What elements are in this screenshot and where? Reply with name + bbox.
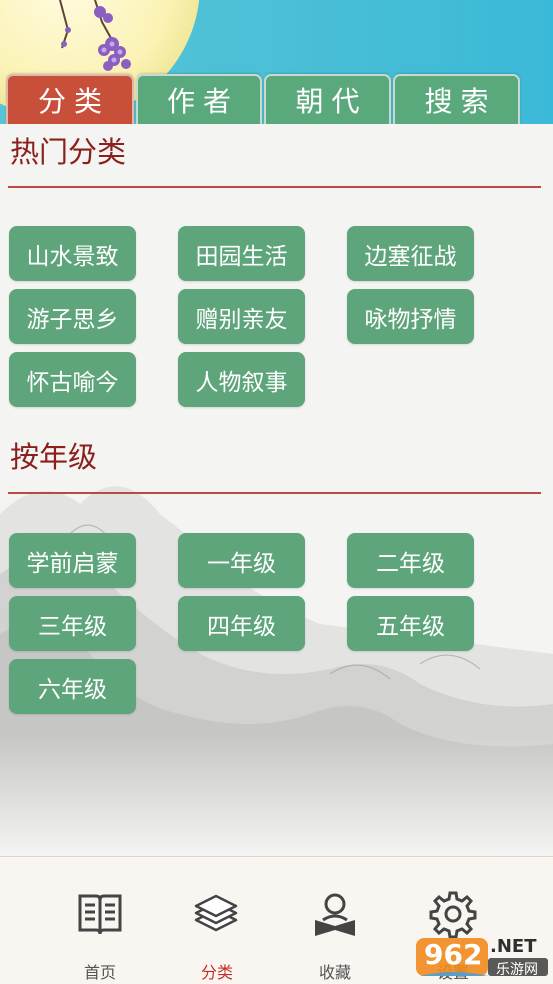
chip-hot-7[interactable]: 怀古喻今 <box>9 352 136 407</box>
nav-category-label: 分类 <box>200 963 233 982</box>
tab-search[interactable]: 搜索 <box>393 74 520 124</box>
tab-category[interactable]: 分类 <box>6 74 134 124</box>
header-banner: 分类 作者 朝代 搜索 <box>0 0 553 124</box>
nav-home-label: 首页 <box>83 963 116 982</box>
category-content: 热门分类 山水景致 田园生活 边塞征战 游子思乡 赠别亲友 咏物抒情 怀古喻今 … <box>0 124 553 856</box>
nav-home[interactable]: 首页 <box>55 857 145 984</box>
tab-dynasty[interactable]: 朝代 <box>264 74 391 124</box>
chip-hot-5[interactable]: 赠别亲友 <box>178 289 305 344</box>
watermark-suffix: .NET <box>490 936 537 957</box>
chip-grade-2[interactable]: 一年级 <box>178 533 305 588</box>
chip-grade-1[interactable]: 学前启蒙 <box>9 533 136 588</box>
nav-favorites-label: 收藏 <box>318 963 351 982</box>
chip-grade-4[interactable]: 三年级 <box>9 596 136 651</box>
chip-hot-6[interactable]: 咏物抒情 <box>347 289 474 344</box>
section-divider <box>8 186 541 188</box>
tab-bar: 分类 作者 朝代 搜索 <box>0 74 553 124</box>
nav-favorites[interactable]: 收藏 <box>290 857 380 984</box>
plum-blossom-branch-decoration <box>59 0 131 71</box>
watermark-site: 乐游网 <box>496 962 538 978</box>
section-divider <box>8 492 541 494</box>
chip-grade-5[interactable]: 四年级 <box>178 596 305 651</box>
ink-landscape-background <box>0 486 553 856</box>
nav-category[interactable]: 分类 <box>172 857 262 984</box>
chip-hot-4[interactable]: 游子思乡 <box>9 289 136 344</box>
section-title-hot: 热门分类 <box>10 135 127 169</box>
watermark-logo <box>416 938 548 976</box>
chip-hot-1[interactable]: 山水景致 <box>9 226 136 281</box>
reader-icon <box>315 893 355 936</box>
stack-icon <box>194 894 238 932</box>
chip-grade-7[interactable]: 六年级 <box>9 659 136 714</box>
gear-icon <box>429 891 477 938</box>
chip-grade-6[interactable]: 五年级 <box>347 596 474 651</box>
tab-author[interactable]: 作者 <box>136 74 262 124</box>
chip-hot-3[interactable]: 边塞征战 <box>347 226 474 281</box>
chip-hot-2[interactable]: 田园生活 <box>178 226 305 281</box>
book-icon <box>78 894 122 935</box>
section-title-grade: 按年级 <box>10 440 98 474</box>
chip-grade-3[interactable]: 二年级 <box>347 533 474 588</box>
site-watermark: 962 .NET 乐游网 <box>414 932 550 980</box>
watermark-brand: 962 <box>424 938 483 971</box>
chip-hot-8[interactable]: 人物叙事 <box>178 352 305 407</box>
